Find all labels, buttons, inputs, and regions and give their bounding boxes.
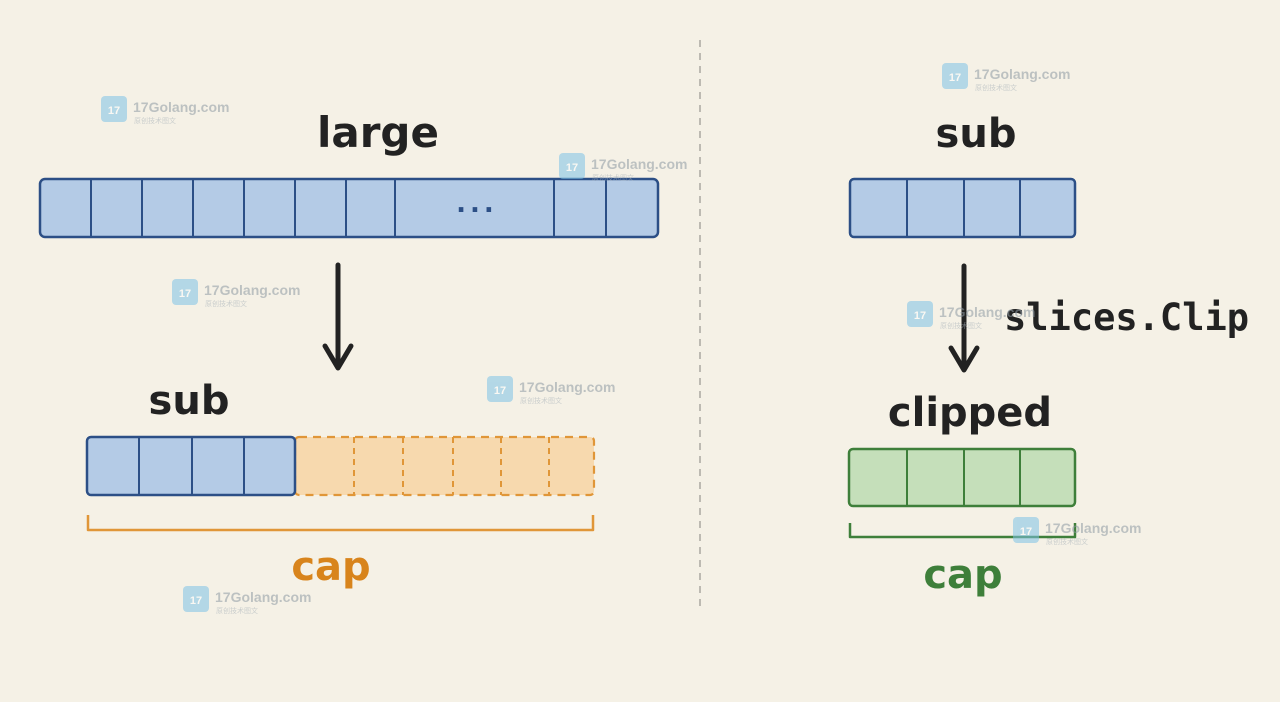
watermark-subtext: 原创技术图文	[216, 606, 258, 615]
watermark-logo-icon	[1013, 517, 1039, 543]
right-sub-array	[848, 177, 1077, 239]
watermark: 17 17Golang.com 原创技术图文	[942, 63, 1070, 92]
watermark-text: 17Golang.com	[519, 379, 615, 395]
watermark-text: 17Golang.com	[133, 99, 229, 115]
clip-operation-label: slices.Clip	[1004, 296, 1249, 339]
watermark: 17 17Golang.com 原创技术图文	[101, 96, 229, 125]
watermark-logo-icon	[942, 63, 968, 89]
watermark-logo-icon	[183, 586, 209, 612]
right-panel: sub slices.Clip clipped cap	[847, 111, 1249, 598]
svg-text:17: 17	[949, 72, 961, 84]
watermark: 17 17Golang.com 原创技术图文	[907, 301, 1035, 330]
watermark-logo-icon	[487, 376, 513, 402]
left-down-arrow	[322, 262, 354, 371]
left-cap-label: cap	[291, 544, 370, 590]
left-sub-label: sub	[149, 378, 230, 424]
watermark-text: 17Golang.com	[974, 66, 1070, 82]
svg-text:17: 17	[914, 310, 926, 322]
svg-text:17: 17	[179, 288, 191, 300]
sub-array-with-capacity	[85, 435, 596, 497]
watermark-text: 17Golang.com	[939, 304, 1035, 320]
large-ellipsis: ...	[456, 189, 498, 219]
watermark-logo-icon	[101, 96, 127, 122]
watermark-text: 17Golang.com	[215, 589, 311, 605]
watermark: 17 17Golang.com 原创技术图文	[183, 586, 311, 615]
large-array: ...	[38, 177, 660, 239]
watermark-text: 17Golang.com	[1045, 520, 1141, 536]
large-label: large	[317, 108, 439, 157]
watermark-logo-icon	[559, 153, 585, 179]
watermark: 17 17Golang.com 原创技术图文	[1013, 517, 1141, 546]
watermark-subtext: 原创技术图文	[1046, 537, 1088, 546]
watermark-subtext: 原创技术图文	[520, 396, 562, 405]
watermark: 17 17Golang.com 原创技术图文	[487, 376, 615, 405]
watermark-logo-icon	[172, 279, 198, 305]
watermark-subtext: 原创技术图文	[940, 321, 982, 330]
left-cap-bracket	[86, 515, 595, 532]
watermark-subtext: 原创技术图文	[592, 173, 634, 182]
watermark-subtext: 原创技术图文	[134, 116, 176, 125]
clipped-array-frame	[847, 447, 1077, 508]
watermark-logo-icon	[907, 301, 933, 327]
svg-text:17: 17	[108, 105, 120, 117]
watermark-subtext: 原创技术图文	[975, 83, 1017, 92]
svg-text:17: 17	[190, 595, 202, 607]
watermark: 17 17Golang.com 原创技术图文	[559, 153, 687, 182]
large-array-frame	[38, 177, 660, 239]
watermark-text: 17Golang.com	[204, 282, 300, 298]
clipped-label: clipped	[888, 390, 1052, 436]
right-cap-bracket	[848, 523, 1077, 539]
watermark-text: 17Golang.com	[591, 156, 687, 172]
left-panel: large ... sub	[38, 108, 660, 590]
right-down-arrow	[948, 263, 980, 373]
svg-text:17: 17	[566, 162, 578, 174]
right-sub-label: sub	[936, 111, 1017, 157]
right-cap-label: cap	[923, 552, 1002, 598]
svg-text:17: 17	[494, 385, 506, 397]
clipped-array	[847, 447, 1077, 508]
right-sub-array-frame	[848, 177, 1077, 239]
svg-text:17: 17	[1020, 526, 1032, 538]
watermark-subtext: 原创技术图文	[205, 299, 247, 308]
watermark: 17 17Golang.com 原创技术图文	[172, 279, 300, 308]
